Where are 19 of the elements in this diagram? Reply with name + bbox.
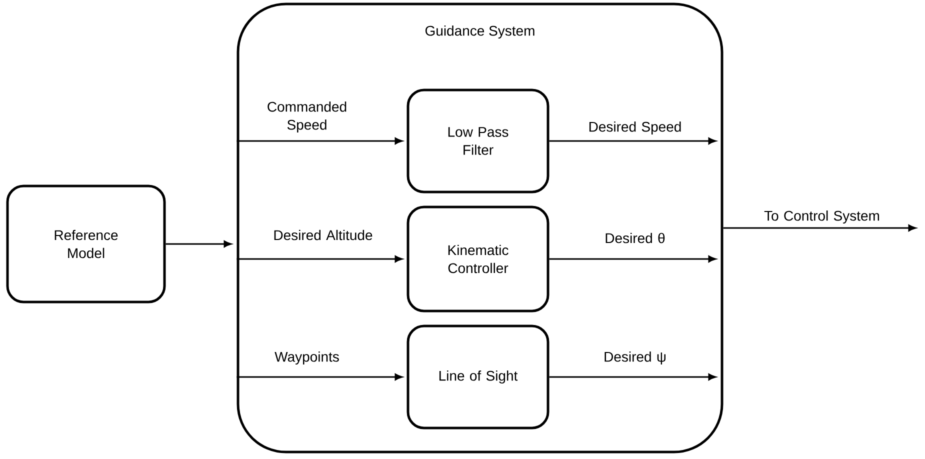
edge-label: To Control System (764, 210, 880, 224)
arrow (549, 138, 716, 144)
edge-label: Desired Speed (589, 121, 681, 135)
process-box: Line of Sight (406, 324, 550, 430)
edge-label: Waypoints (274, 351, 339, 365)
arrow (723, 224, 916, 232)
arrow (236, 138, 402, 144)
edge-label: Desired ψ (604, 351, 666, 365)
arrow (236, 256, 402, 262)
edge-label: Desired θ (606, 232, 665, 244)
process-box: Low Pass Filter (406, 88, 550, 194)
process-box: Kinematic Controller (406, 206, 550, 312)
arrow (236, 374, 402, 380)
edge-label: Desired Altitude (274, 230, 372, 240)
edge-label: Commanded Speed (268, 101, 346, 133)
arrow (166, 240, 232, 248)
arrow (549, 374, 716, 380)
process-box: Reference Model (6, 184, 166, 304)
arrow (549, 256, 716, 262)
